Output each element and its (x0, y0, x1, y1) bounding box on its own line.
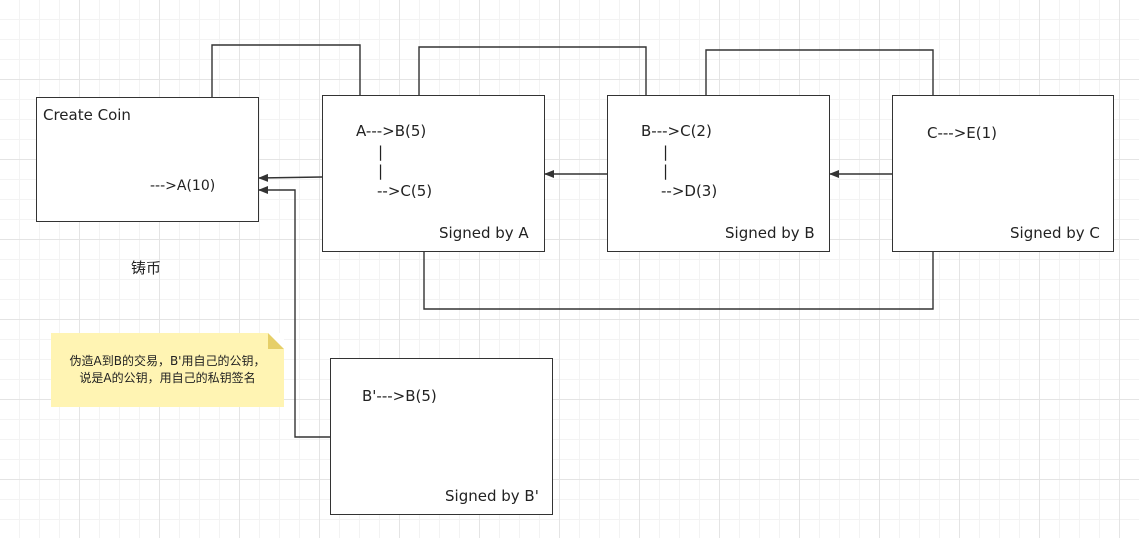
tx-b-signature: Signed by B (725, 224, 815, 242)
transaction-b-box[interactable]: B--->C(2) | | -->D(3) Signed by B (607, 95, 830, 252)
tx-b-output-c: B--->C(2) (641, 122, 712, 140)
tx-c-output-e: C--->E(1) (927, 124, 998, 142)
tx-a-split-bar-1: | (378, 143, 384, 161)
tx-a-signature: Signed by A (439, 224, 529, 242)
transaction-c-box[interactable]: C--->E(1) Signed by C (892, 95, 1114, 252)
arrow-a-to-coin (258, 173, 323, 182)
note-line-1: 伪造A到B的交易，B'用自己的公钥， (69, 354, 266, 368)
tx-b-split-bar-1: | (663, 143, 669, 161)
mint-label: 铸币 (131, 259, 162, 277)
create-coin-title: Create Coin (43, 106, 131, 124)
tx-c-signature: Signed by C (1010, 224, 1100, 242)
transaction-a-box[interactable]: A--->B(5) | | -->C(5) Signed by A (322, 95, 545, 252)
note-line-2: 说是A的公钥，用自己的私钥签名 (79, 371, 256, 385)
note-text: 伪造A到B的交易，B'用自己的公钥， 说是A的公钥，用自己的私钥签名 (51, 353, 284, 387)
forged-tx-signature: Signed by B' (445, 487, 539, 505)
tx-a-output-c: -->C(5) (377, 182, 433, 200)
annotation-note[interactable]: 伪造A到B的交易，B'用自己的公钥， 说是A的公钥，用自己的私钥签名 (51, 333, 284, 407)
note-fold-corner (268, 333, 284, 349)
tx-a-split-bar-2: | (378, 162, 384, 180)
tx-b-output-d: -->D(3) (661, 182, 718, 200)
tx-a-output-b: A--->B(5) (356, 122, 427, 140)
forged-tx-output: B'--->B(5) (362, 387, 437, 405)
forged-transaction-box[interactable]: B'--->B(5) Signed by B' (330, 358, 553, 515)
tx-b-split-bar-2: | (663, 162, 669, 180)
create-coin-output: --->A(10) (150, 178, 216, 194)
create-coin-box[interactable]: Create Coin --->A(10) (36, 97, 259, 222)
